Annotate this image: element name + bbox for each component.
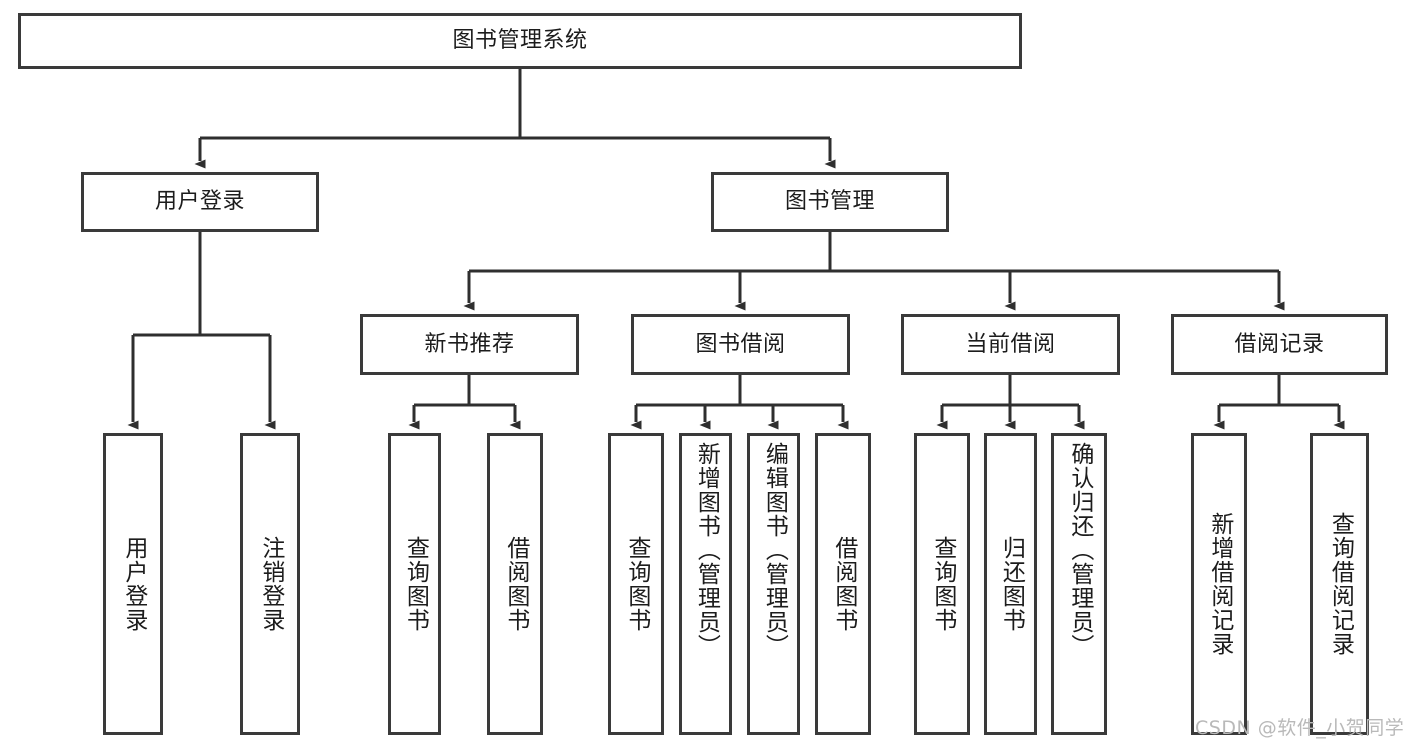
leaf-add-borrow-record-label: 新增借阅记录 [1206, 512, 1233, 656]
leaf-user-login-label: 用户登录 [120, 536, 147, 632]
node-borrow-record[interactable]: 借阅记录 [1171, 314, 1388, 375]
node-new-book-recommend-label: 新书推荐 [424, 331, 515, 357]
leaf-borrow-book[interactable]: 借阅图书 [815, 433, 871, 735]
leaf-add-borrow-record[interactable]: 新增借阅记录 [1191, 433, 1247, 735]
node-current-borrow[interactable]: 当前借阅 [901, 314, 1120, 375]
leaf-query-book-recommend[interactable]: 查询图书 [388, 433, 441, 735]
leaf-add-book-admin[interactable]: 新增图书（管理员） [679, 433, 732, 735]
leaf-query-book-borrow-label: 查询图书 [623, 536, 650, 632]
node-current-borrow-label: 当前借阅 [965, 331, 1056, 357]
leaf-borrow-book-label: 借阅图书 [830, 536, 857, 632]
leaf-query-borrow-record[interactable]: 查询借阅记录 [1310, 433, 1369, 735]
leaf-borrow-book-recommend[interactable]: 借阅图书 [487, 433, 543, 735]
leaf-confirm-return-admin[interactable]: 确认归还（管理员） [1051, 433, 1107, 735]
node-root-label: 图书管理系统 [452, 28, 588, 54]
node-user-login-label: 用户登录 [154, 189, 245, 215]
node-root[interactable]: 图书管理系统 [18, 13, 1022, 69]
leaf-add-book-admin-label: 新增图书（管理员） [693, 442, 720, 658]
leaf-query-book-borrow[interactable]: 查询图书 [608, 433, 664, 735]
node-book-borrow-label: 图书借阅 [695, 331, 786, 357]
node-book-borrow[interactable]: 图书借阅 [631, 314, 850, 375]
leaf-borrow-book-recommend-label: 借阅图书 [502, 536, 529, 632]
leaf-user-login[interactable]: 用户登录 [103, 433, 163, 735]
node-borrow-record-label: 借阅记录 [1234, 331, 1325, 357]
leaf-query-book-recommend-label: 查询图书 [402, 536, 429, 632]
node-user-login[interactable]: 用户登录 [81, 172, 319, 232]
leaf-edit-book-admin[interactable]: 编辑图书（管理员） [747, 433, 800, 735]
leaf-logout-label: 注销登录 [257, 536, 284, 632]
leaf-query-book-current[interactable]: 查询图书 [914, 433, 970, 735]
node-new-book-recommend[interactable]: 新书推荐 [360, 314, 579, 375]
node-book-management[interactable]: 图书管理 [711, 172, 949, 232]
leaf-edit-book-admin-label: 编辑图书（管理员） [761, 442, 788, 658]
csdn-watermark: CSDN @软件_小贺同学 [1195, 717, 1405, 739]
leaf-return-book-label: 归还图书 [998, 536, 1025, 632]
node-book-management-label: 图书管理 [784, 189, 875, 215]
leaf-return-book[interactable]: 归还图书 [984, 433, 1037, 735]
leaf-query-book-current-label: 查询图书 [929, 536, 956, 632]
leaf-query-borrow-record-label: 查询借阅记录 [1327, 512, 1354, 656]
leaf-confirm-return-admin-label: 确认归还（管理员） [1066, 442, 1093, 658]
leaf-logout[interactable]: 注销登录 [240, 433, 300, 735]
